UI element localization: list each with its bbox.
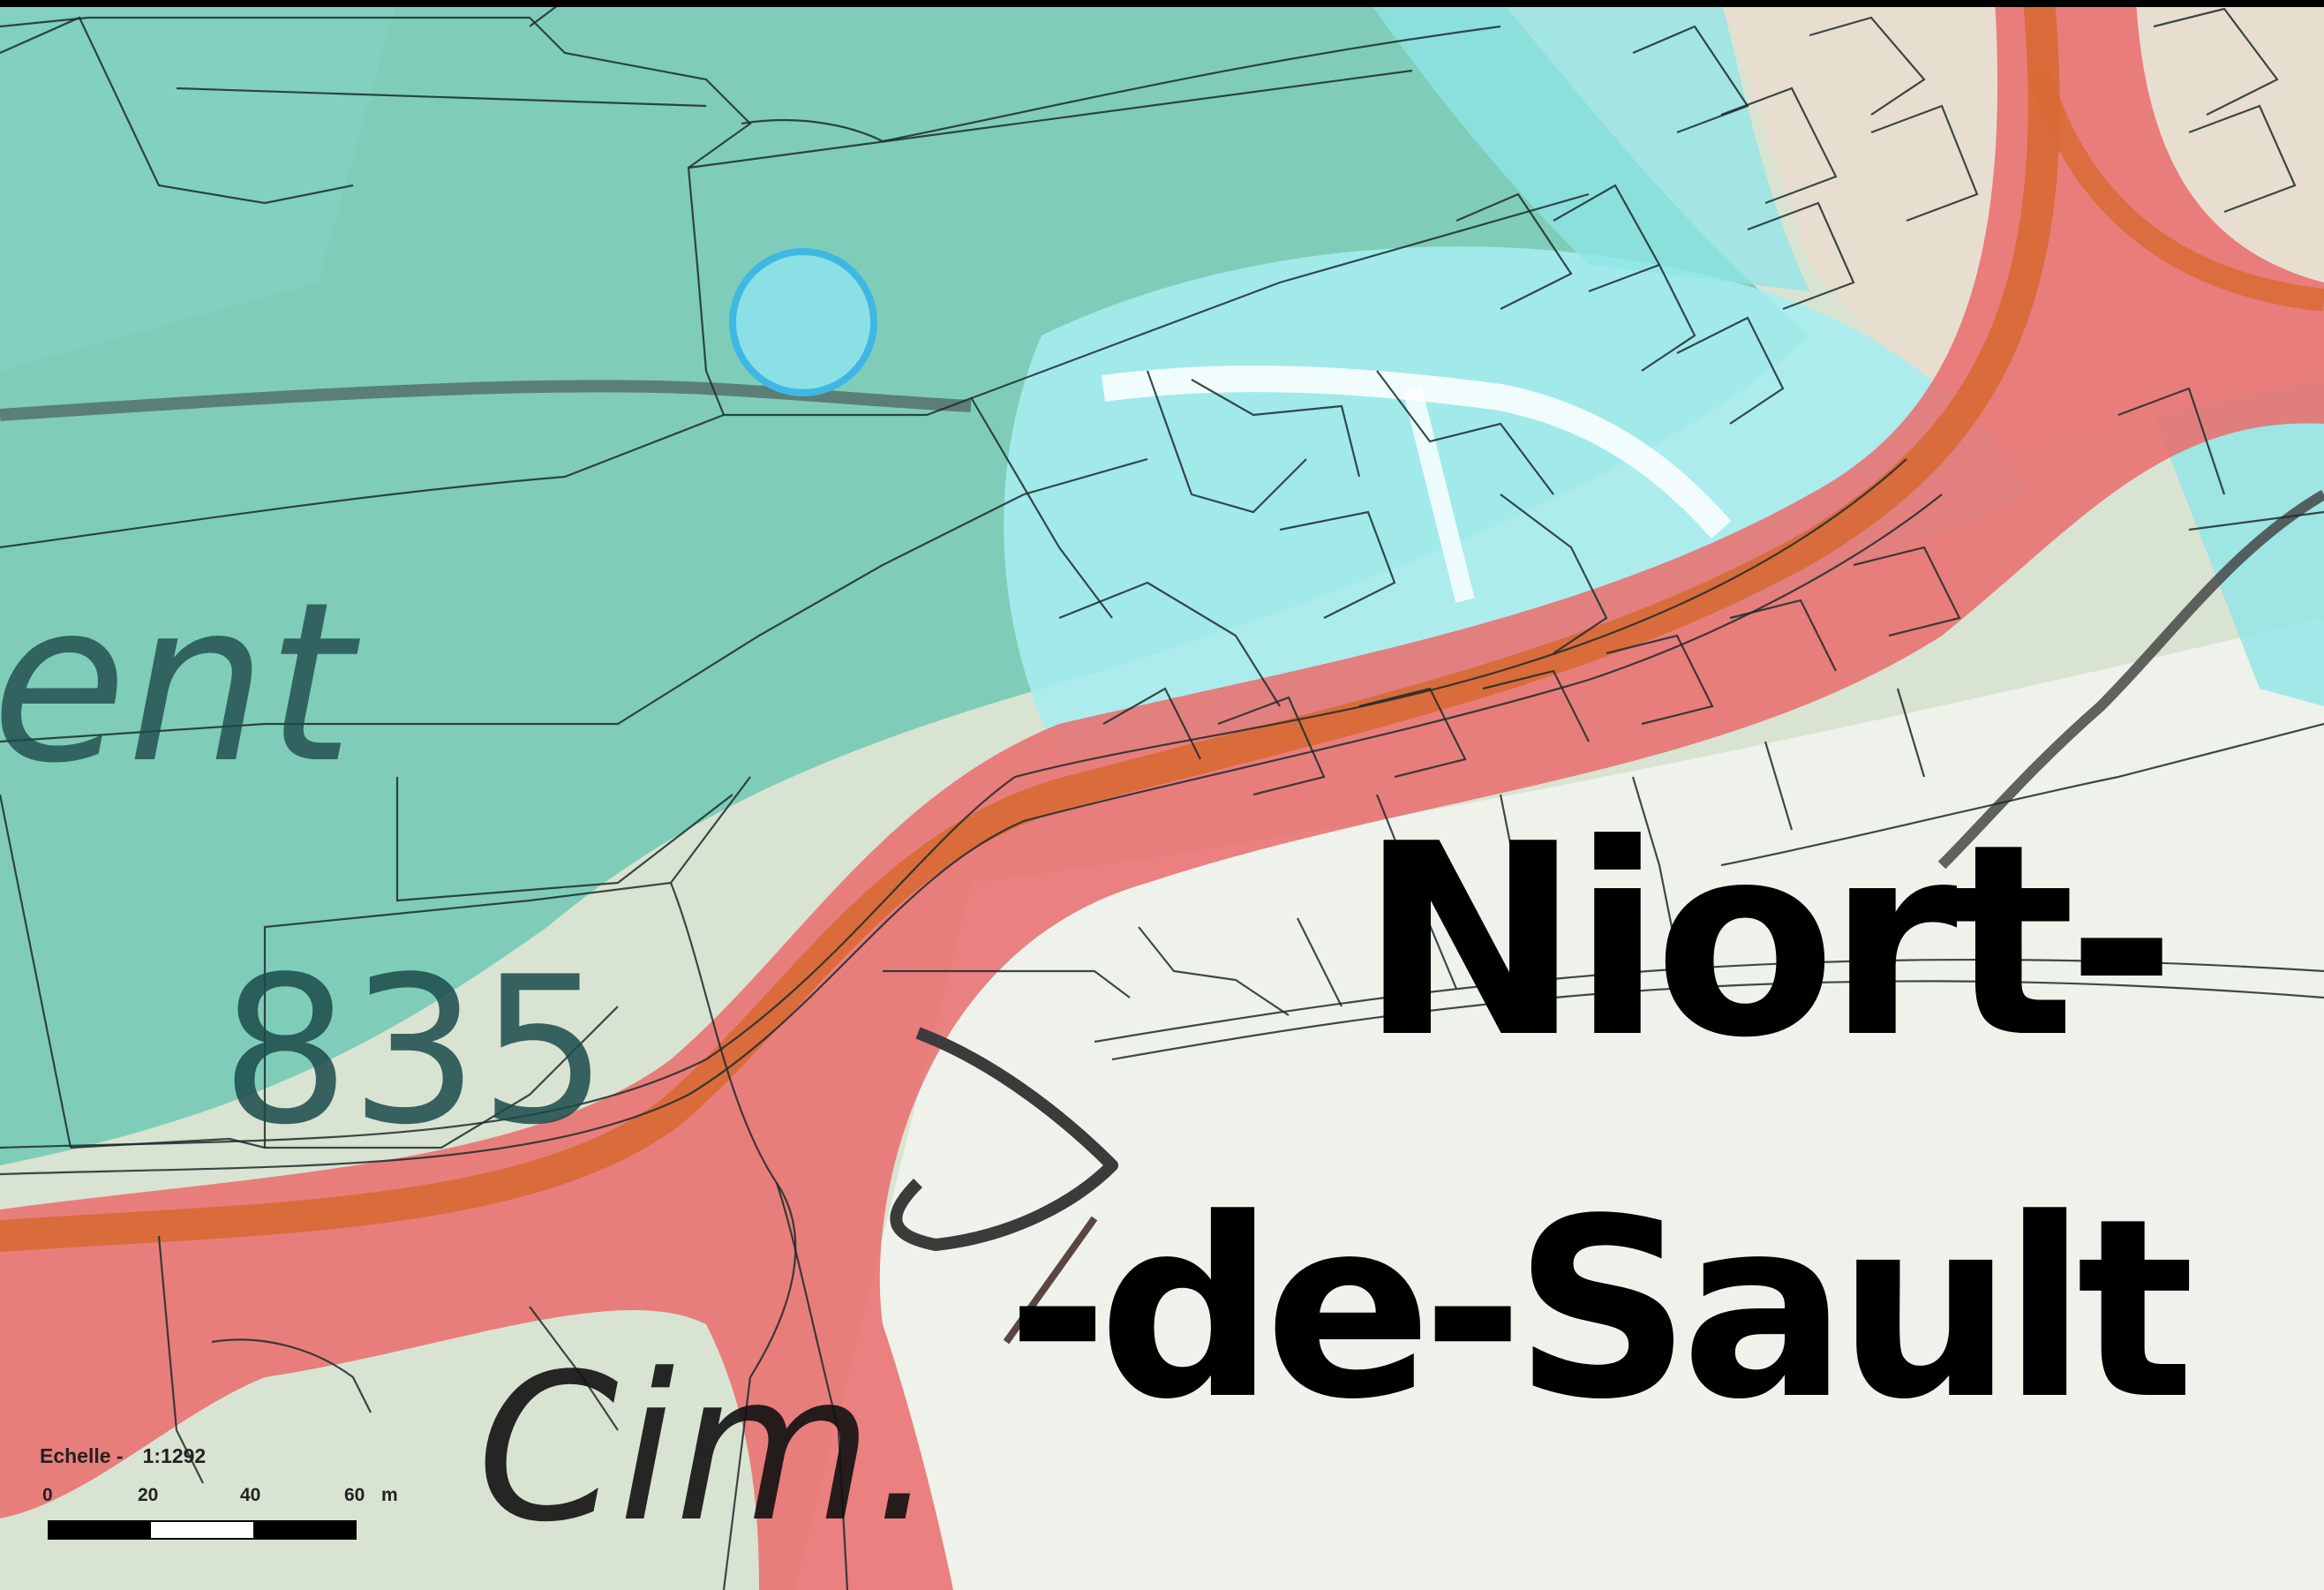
road-east <box>1937 489 2324 870</box>
scale-ratio: 1:1292 <box>142 1444 207 1467</box>
scale-seg-2 <box>151 1522 253 1538</box>
village-street <box>1403 386 1475 603</box>
scale-tick-0: 0 <box>42 1485 53 1505</box>
village-road <box>1102 365 1732 539</box>
scale-label: Echelle - <box>40 1444 124 1467</box>
label-ent: ent <box>0 554 360 811</box>
scale-tick-20: 20 <box>138 1485 159 1505</box>
scale-title: Echelle - 1:1292 <box>40 1444 206 1468</box>
scale-bar: Echelle - 1:1292 0 20 40 60 m <box>35 1439 424 1571</box>
scale-tick-60: 60 <box>344 1485 365 1505</box>
flood-zone-cyan-east <box>2154 380 2324 706</box>
river <box>0 0 2060 1252</box>
flood-zone-cyan-north <box>1368 0 1809 291</box>
label-cim: Cim. <box>477 1331 937 1567</box>
scale-seg-1 <box>49 1522 152 1538</box>
scale-unit: m <box>381 1485 398 1505</box>
label-town-line1: Niort- <box>1359 787 2168 1096</box>
location-marker[interactable] <box>729 248 877 396</box>
road-stub <box>1003 1216 1098 1345</box>
scale-tick-40: 40 <box>240 1485 261 1505</box>
road-north <box>0 380 972 421</box>
river-tributary <box>2027 67 2324 312</box>
scale-bar-graphic <box>48 1520 357 1540</box>
label-town-line2: -de-Sault <box>1006 1166 2192 1454</box>
map-frame-top <box>0 0 2324 7</box>
road-bend <box>890 1027 1118 1251</box>
scale-seg-3 <box>252 1522 355 1538</box>
label-altitude: 835 <box>221 934 608 1170</box>
